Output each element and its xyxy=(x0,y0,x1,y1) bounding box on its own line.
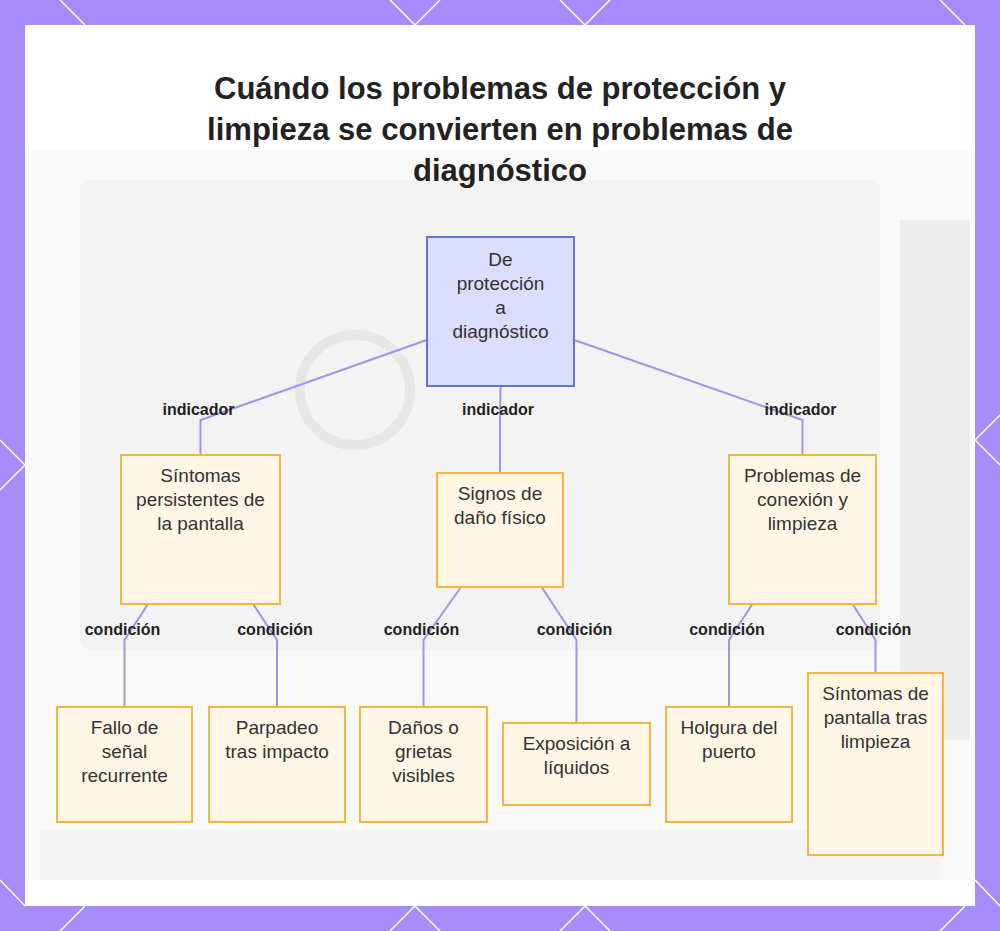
edge-label: condición xyxy=(384,621,460,639)
category-box: Signos de daño físico xyxy=(436,472,564,588)
page-background xyxy=(25,25,975,906)
connector-line xyxy=(575,340,803,454)
category-box: Fallo de señal recurrente xyxy=(56,706,193,823)
category-box: Problemas de conexión y limpieza xyxy=(728,454,877,605)
edge-label: condición xyxy=(85,621,161,639)
node-text: De protección a diagnóstico xyxy=(452,248,549,344)
diagram-title: Cuándo los problemas de protección y lim… xyxy=(150,68,850,191)
node-text: Holgura del puerto xyxy=(677,716,781,764)
node-text: Exposición a líquidos xyxy=(514,732,639,780)
edge-label: indicador xyxy=(462,401,534,419)
node-text: Fallo de señal recurrente xyxy=(68,716,181,788)
connector-line xyxy=(254,605,277,706)
connector-line xyxy=(424,588,461,706)
node-text: Parpadeo tras impacto xyxy=(220,716,334,764)
node-text: Daños o grietas visibles xyxy=(371,716,476,788)
connector-line xyxy=(201,340,427,454)
connector-line xyxy=(729,605,752,706)
node-text: Síntomas de pantalla tras limpieza xyxy=(819,682,932,754)
connector-line xyxy=(499,387,502,472)
category-box: Exposición a líquidos xyxy=(502,722,651,806)
edge-label: condición xyxy=(689,621,765,639)
category-box: Holgura del puerto xyxy=(665,706,793,823)
connector-line xyxy=(125,605,148,706)
node-text: Signos de daño físico xyxy=(448,482,552,530)
edge-label: condición xyxy=(237,621,313,639)
faded-photo xyxy=(30,150,970,880)
category-box: Parpadeo tras impacto xyxy=(208,706,346,823)
edge-label: indicador xyxy=(764,401,836,419)
edge-label: indicador xyxy=(162,401,234,419)
category-box: Daños o grietas visibles xyxy=(359,706,488,823)
connector-line xyxy=(853,605,875,672)
category-box: Síntomas de pantalla tras limpieza xyxy=(807,672,944,856)
edge-label: condición xyxy=(537,621,613,639)
node-text: Síntomas persistentes de la pantalla xyxy=(132,464,269,536)
node-text: Problemas de conexión y limpieza xyxy=(740,464,865,536)
category-box: Síntomas persistentes de la pantalla xyxy=(120,454,281,605)
connector-line xyxy=(542,588,576,722)
edge-label: condición xyxy=(836,621,912,639)
root-box: De protección a diagnóstico xyxy=(426,236,575,387)
